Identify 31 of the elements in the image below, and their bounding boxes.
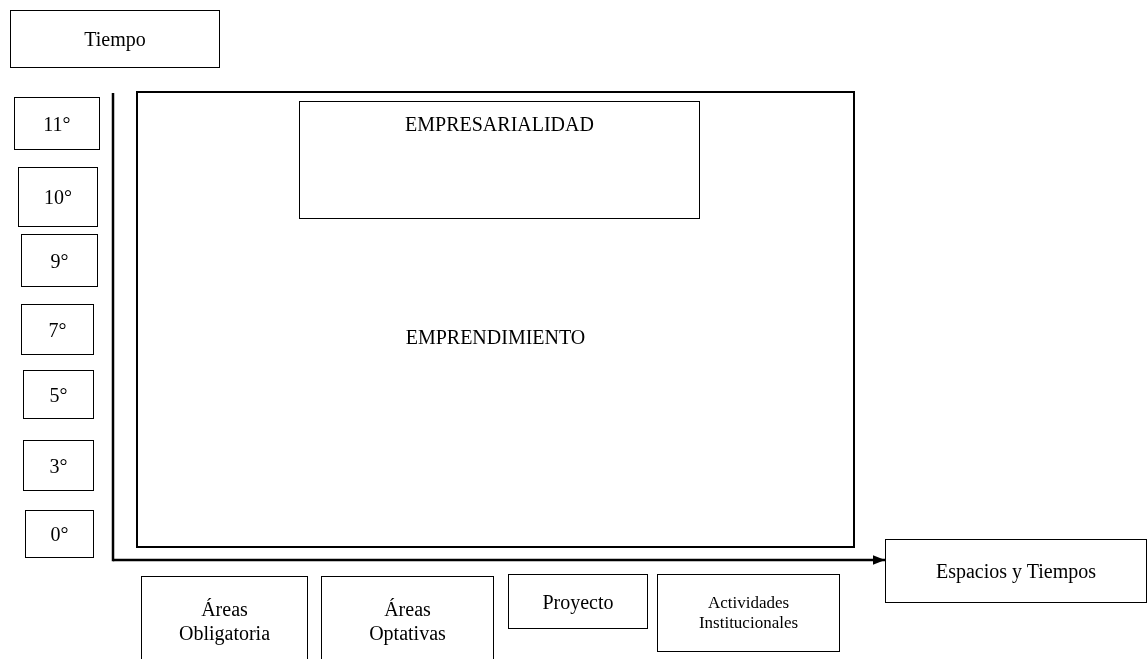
label-box — [23, 440, 94, 491]
box-label: 10° — [44, 185, 72, 209]
label-box — [25, 510, 94, 558]
box-label: EMPRENDIMIENTO — [404, 325, 587, 349]
label-box — [23, 370, 94, 419]
box-label: Proyecto — [542, 589, 614, 614]
label-box — [18, 167, 98, 227]
label-box — [321, 576, 494, 659]
box-label: 7° — [48, 317, 67, 342]
label-box — [21, 304, 94, 355]
outer-box — [136, 91, 855, 548]
box-label: Áreas Obligatoria — [177, 597, 272, 645]
label-box — [14, 97, 100, 150]
label-box — [657, 574, 840, 652]
box-label: Áreas Optativas — [368, 597, 447, 645]
box-label: EMPRESARIALIDAD — [405, 112, 594, 136]
inner-box — [299, 101, 700, 219]
box-label: 9° — [50, 248, 69, 273]
label-box — [508, 574, 648, 629]
box-label: 3° — [49, 453, 68, 478]
label-box — [21, 234, 98, 287]
box-label: Espacios y Tiempos — [936, 559, 1096, 583]
box-label: 5° — [49, 382, 68, 407]
axis-arrow — [113, 555, 885, 565]
box-label: 0° — [50, 522, 69, 546]
label-box — [885, 539, 1147, 603]
box-label: Actividades Institucionales — [697, 592, 800, 634]
box-label: 11° — [43, 111, 71, 136]
box-label: Tiempo — [84, 27, 146, 51]
label-box — [10, 10, 220, 68]
label-box — [141, 576, 308, 659]
